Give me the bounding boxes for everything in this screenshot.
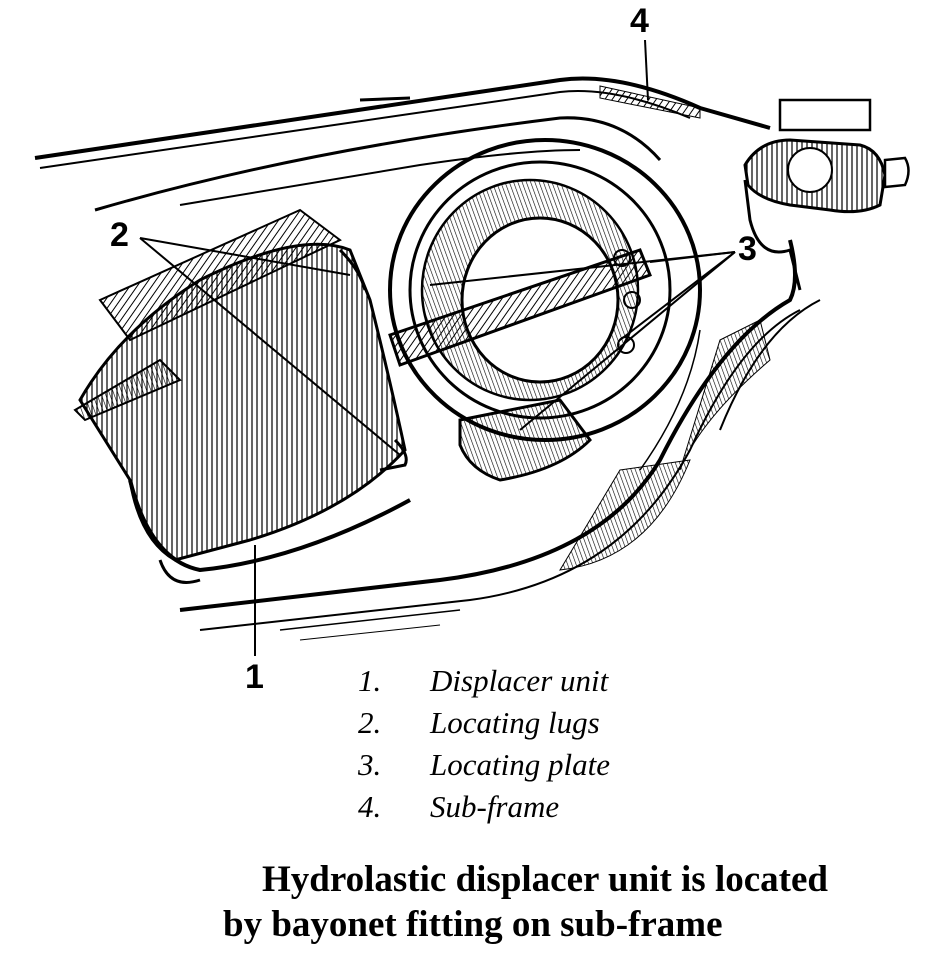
legend-text: Locating lugs: [430, 705, 600, 740]
legend: 1. Displacer unit 2. Locating lugs 3. Lo…: [358, 660, 610, 828]
callout-3: 3: [738, 230, 757, 268]
displacer-unit-illustration: [34, 39, 910, 656]
displacer-unit: [73, 208, 411, 584]
legend-number: 1.: [358, 663, 382, 698]
legend-number: 4.: [358, 789, 382, 824]
leader-3b: [649, 251, 736, 263]
legend-text: Sub-frame: [430, 789, 560, 824]
callout-4: 4: [630, 2, 649, 40]
sub-frame: [34, 76, 821, 641]
legend-item: 3. Locating plate: [358, 744, 610, 786]
legend-item: 4. Sub-frame: [358, 786, 610, 828]
locating-plate: [388, 138, 702, 482]
caption-line-1: Hydrolastic displacer unit is located: [262, 859, 828, 900]
caption-line-2: by bayonet fitting on sub-frame: [223, 904, 723, 945]
legend-item: 1. Displacer unit: [358, 660, 610, 702]
leader-lines: [139, 39, 736, 656]
leader-2b: [139, 237, 401, 456]
legend-number: 3.: [358, 747, 382, 782]
legend-text: Displacer unit: [430, 663, 609, 698]
leader-3d: [519, 251, 736, 431]
callout-2: 2: [110, 216, 129, 254]
legend-item: 2. Locating lugs: [358, 702, 610, 744]
leader-2a: [139, 237, 351, 276]
legend-number: 2.: [358, 705, 382, 740]
leader-4: [644, 39, 649, 101]
valve-fitting: [743, 98, 910, 291]
legend-text: Locating plate: [430, 747, 610, 782]
callout-1: 1: [245, 658, 264, 696]
